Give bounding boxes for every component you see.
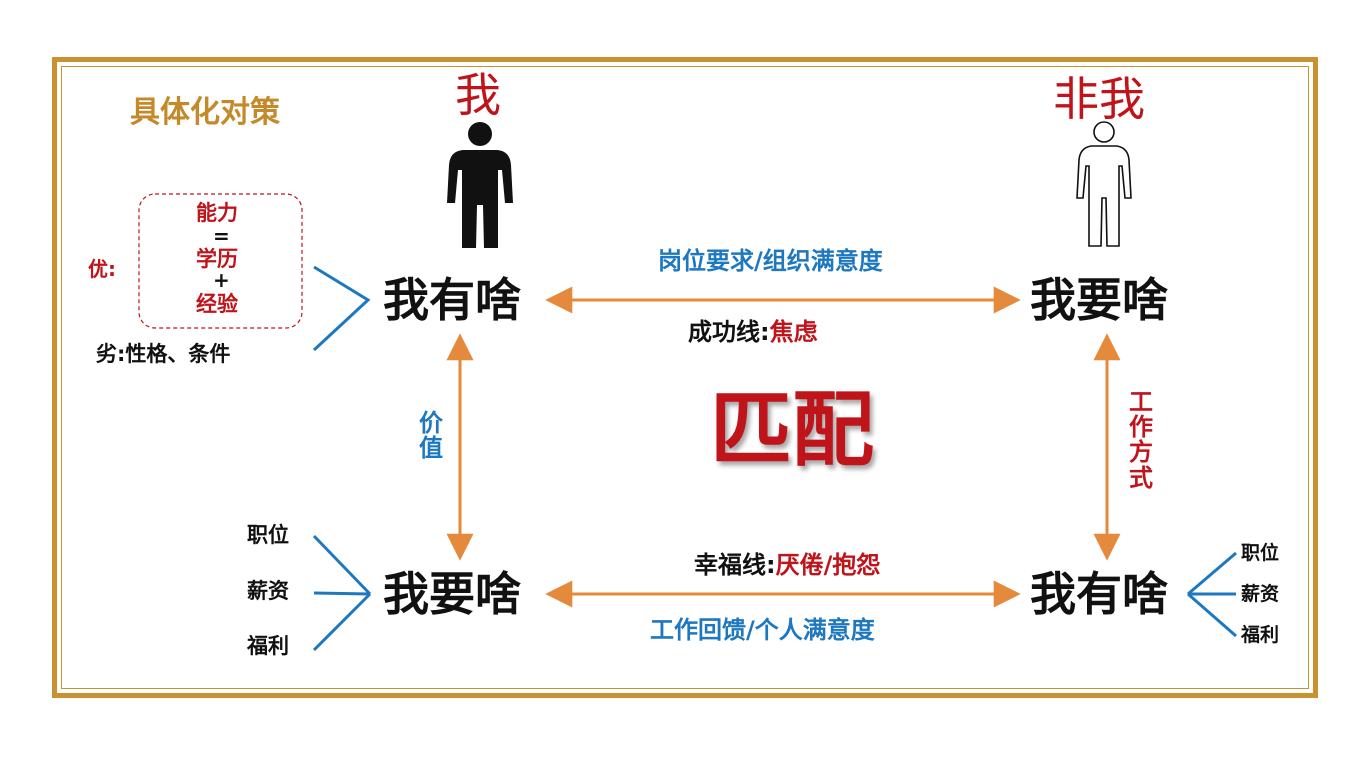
node-other-want: 我要啥	[1030, 273, 1168, 327]
self-label: 我	[455, 68, 501, 122]
bottom-link-label: 工作回馈/个人满意度	[650, 616, 875, 644]
node-self-want: 我要啥	[383, 567, 521, 621]
inner-frame	[61, 66, 1309, 689]
left-top-bracket	[312, 265, 371, 352]
success-line-emotion: 焦虑	[769, 318, 818, 346]
left-fan-mid	[313, 591, 371, 596]
right-offer-item: 福利	[1241, 624, 1280, 646]
left-fan-top	[312, 534, 372, 596]
other-label: 非我	[1053, 72, 1145, 126]
success-line-prefix: 成功线:	[688, 318, 770, 346]
strengths-box	[138, 193, 303, 329]
left-link-label: 价值	[419, 409, 443, 463]
right-offer-item: 职位	[1241, 542, 1280, 564]
left-need-item: 职位	[247, 523, 289, 547]
strengths-prefix: 优:	[88, 257, 116, 281]
left-need-item: 薪资	[247, 579, 289, 603]
strength-education: 学历	[196, 247, 238, 271]
node-other-have: 我有啥	[1030, 567, 1168, 621]
strength-equals: =	[213, 224, 230, 248]
right-fan-top	[1187, 551, 1237, 596]
right-offer-item: 薪资	[1241, 583, 1280, 605]
weakness-label: 劣:性格、条件	[96, 342, 231, 366]
happiness-line-prefix: 幸福线:	[694, 551, 776, 579]
left-need-item: 福利	[247, 634, 289, 658]
strength-plus: +	[213, 268, 230, 292]
outer-frame	[52, 57, 1318, 698]
happiness-line-emotion: 厌倦/抱怨	[775, 551, 881, 579]
node-self-have: 我有啥	[383, 273, 521, 327]
top-link-label: 岗位要求/组织满意度	[658, 247, 883, 275]
right-link-label: 工作方式	[1129, 388, 1153, 492]
success-line: 成功线:焦虑	[688, 320, 818, 344]
strength-ability: 能力	[196, 201, 238, 225]
person-solid-icon	[447, 122, 513, 248]
page-title: 具体化对策	[130, 95, 280, 130]
center-match-label: 匹配	[710, 383, 875, 478]
person-outline-icon	[1076, 121, 1132, 247]
strength-experience: 经验	[196, 292, 238, 316]
right-fan-bottom	[1187, 592, 1237, 638]
left-fan-bottom	[312, 592, 372, 652]
happiness-line: 幸福线:厌倦/抱怨	[694, 553, 880, 577]
